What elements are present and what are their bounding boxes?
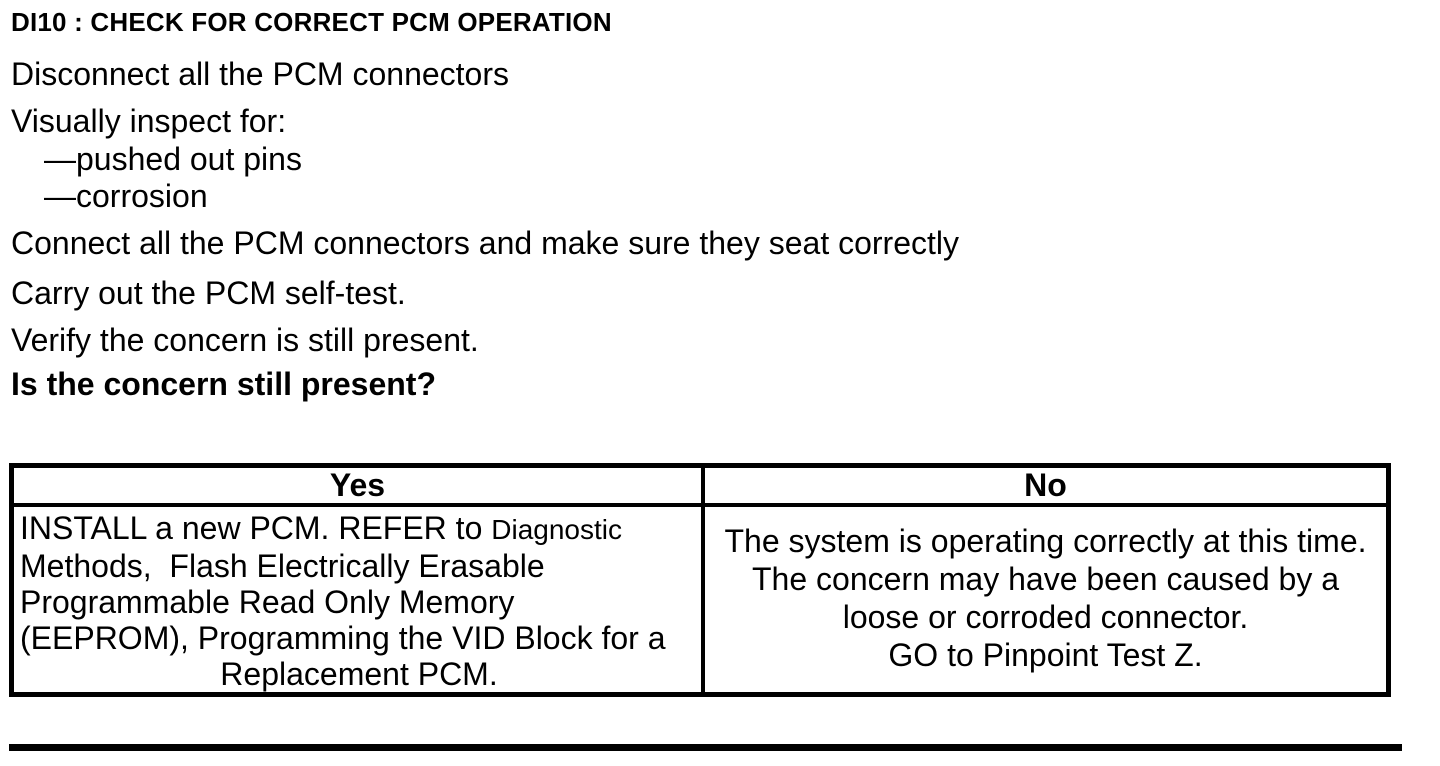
pinpoint-test-step-title: DI10 : CHECK FOR CORRECT PCM OPERATION xyxy=(11,7,612,37)
yes-action-line: Replacement PCM. xyxy=(220,656,498,692)
decision-question: Is the concern still present? xyxy=(11,366,436,402)
inspect-item-pushed-out-pins: —pushed out pins xyxy=(44,141,302,177)
yes-action-line: INSTALL a new PCM. REFER to Diagnostic xyxy=(20,510,698,548)
no-action-line: The concern may have been caused by a xyxy=(751,560,1340,597)
yes-action-line1-main: INSTALL a new PCM. REFER to xyxy=(20,510,492,546)
no-action-line: The system is operating correctly at thi… xyxy=(724,522,1367,559)
yes-column-header: Yes xyxy=(14,467,705,503)
inspect-item-corrosion: —corrosion xyxy=(44,178,208,214)
yes-action-line: Methods, Flash Electrically Erasable xyxy=(20,548,545,584)
results-table: Yes No INSTALL a new PCM. REFER to Diagn… xyxy=(9,463,1391,697)
no-action-cell: The system is operating correctly at thi… xyxy=(705,507,1386,692)
yes-action-line1-reference: Diagnostic xyxy=(491,514,622,545)
page-divider-rule xyxy=(9,744,1402,751)
step-verify-concern: Verify the concern is still present. xyxy=(11,322,479,358)
step-visually-inspect: Visually inspect for: xyxy=(11,103,287,139)
step-pcm-self-test: Carry out the PCM self-test. xyxy=(11,275,406,311)
yes-action-line: Programmable Read Only Memory xyxy=(20,584,515,620)
yes-action-line: (EEPROM), Programming the VID Block for … xyxy=(20,620,666,656)
no-action-line: loose or corroded connector. xyxy=(842,598,1249,635)
no-action-line: GO to Pinpoint Test Z. xyxy=(888,636,1203,673)
step-disconnect-connectors: Disconnect all the PCM connectors xyxy=(11,56,509,92)
results-table-body-row: INSTALL a new PCM. REFER to Diagnostic M… xyxy=(14,507,1386,692)
results-table-header-row: Yes No xyxy=(14,467,1386,507)
yes-action-cell: INSTALL a new PCM. REFER to Diagnostic M… xyxy=(14,507,705,692)
no-column-header: No xyxy=(1024,467,1067,503)
step-connect-connectors: Connect all the PCM connectors and make … xyxy=(11,225,959,261)
